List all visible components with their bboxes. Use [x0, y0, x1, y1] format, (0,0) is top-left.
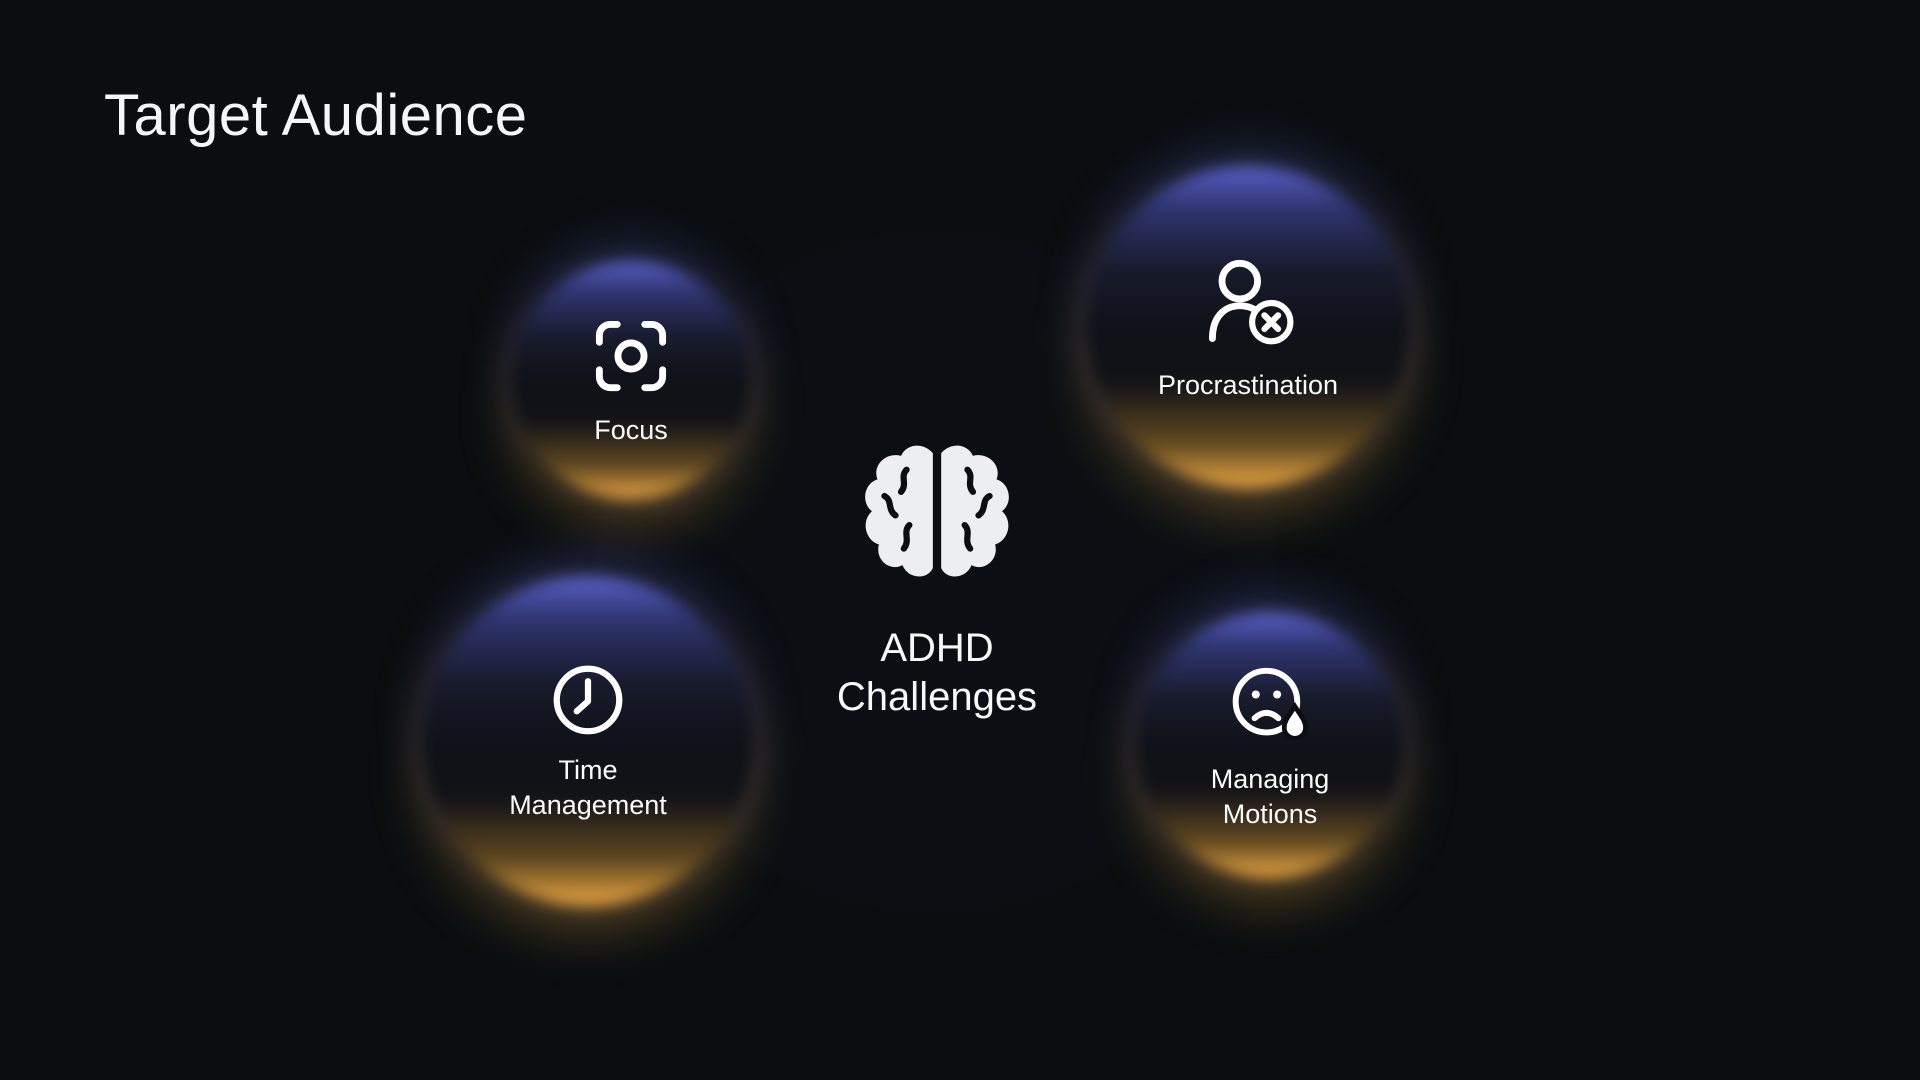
bubble-managing-motions-label: Managing Motions — [1210, 764, 1330, 829]
bubble-time-management: Time Management — [421, 574, 755, 908]
bubble-time-management-label: Time Management — [509, 755, 667, 820]
bubble-procrastination: Procrastination — [1085, 164, 1411, 490]
bubble-managing-motions-content: Managing Motions — [1135, 610, 1405, 880]
center-label: ADHD Challenges — [836, 626, 1038, 719]
bubble-procrastination-content: Procrastination — [1085, 164, 1411, 490]
bubble-focus-label: Focus — [594, 415, 668, 446]
brain-icon — [865, 445, 1009, 577]
bubble-focus-content: Focus — [510, 259, 752, 501]
focus-frame-icon — [595, 321, 667, 392]
bubble-managing-motions: Managing Motions — [1135, 610, 1405, 880]
clock-icon — [553, 666, 623, 735]
center-content: ADHD Challenges — [792, 430, 1082, 722]
page-title: Target Audience — [104, 83, 528, 148]
bubble-time-management-content: Time Management — [421, 574, 755, 908]
bubble-focus: Focus — [510, 259, 752, 501]
person-x-icon — [1209, 260, 1294, 345]
bubble-procrastination-label: Procrastination — [1157, 370, 1339, 401]
sad-face-tear-icon — [1232, 668, 1308, 742]
